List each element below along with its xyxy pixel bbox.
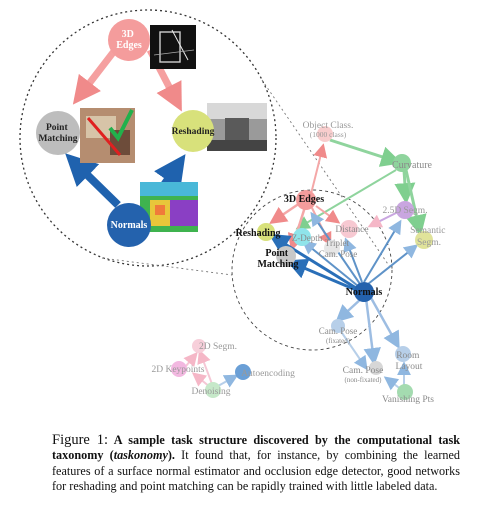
- label-campose-fixated-sub: (fixated): [326, 337, 351, 345]
- label-object-class: Object Class.: [303, 121, 354, 131]
- zoom-connector-top: [261, 79, 393, 271]
- caption-bold-end: ).: [167, 448, 175, 463]
- edge-keypoints-segm2d: [183, 351, 198, 368]
- node-distance: [340, 220, 358, 238]
- label-point-matching: Point Matching: [257, 248, 298, 270]
- zoom-node-3d-edges: [108, 19, 150, 61]
- label-vanishing-pts: Vanishing Pts: [382, 395, 434, 405]
- zoom-label-point-matching: Point Matching: [38, 123, 77, 144]
- label-distance: Distance: [335, 225, 368, 235]
- zoom-connector-bottom: [101, 257, 233, 276]
- node-triplet: [324, 240, 340, 256]
- edge-normals-reshading: [268, 233, 357, 290]
- caption-figure-label: Figure 1:: [52, 432, 109, 448]
- label-25d-segm: 2.5D Segm.: [382, 206, 427, 216]
- checkmark-icon: [108, 109, 134, 142]
- zoom-node-point-matching: [36, 111, 80, 155]
- node-25d-segm: [396, 201, 414, 219]
- reshading-thumbnail: [207, 103, 267, 151]
- node-normals: [354, 282, 374, 302]
- caption-body: It found that, for instance, by combinin…: [52, 448, 460, 494]
- edge-normals-zdepth: [301, 240, 359, 287]
- zoom-label-reshading: Reshading: [172, 127, 215, 137]
- edge-normals-pointmatch: [286, 258, 357, 292]
- label-2d-segm: 2D Segm.: [199, 342, 237, 352]
- label-autoencoding: Autoencoding: [241, 369, 295, 379]
- edge-normals-campose-fixated: [335, 297, 363, 323]
- label-semantic-segm: Semantic Segm.: [410, 226, 448, 248]
- edge-normals-campose-nonfixated: [363, 297, 381, 366]
- label-zdepth: Z-Depth: [292, 233, 323, 243]
- node-semantic-segm: [415, 231, 433, 249]
- focus-circle: [231, 189, 393, 351]
- edge-25d-distance: [367, 211, 399, 228]
- node-zdepth: [293, 228, 311, 246]
- node-3d-edges: [296, 190, 316, 210]
- label-campose-nonfixated: Cam. Pose: [343, 366, 384, 376]
- zoom-label-normals: Normals: [111, 220, 148, 231]
- task-graph: Object Class. (1000 class) Curvature 2.5…: [151, 121, 448, 405]
- caption-bold-text: A sample task structure discovered by th…: [52, 433, 461, 463]
- node-denoising: [205, 382, 221, 398]
- node-campose-nonfixated: [369, 361, 383, 375]
- label-denoising: Denoising: [191, 387, 230, 397]
- node-vanishing-pts: [397, 384, 413, 400]
- node-object-class: [317, 126, 333, 142]
- edge-denoising-autoencoding: [217, 374, 239, 388]
- node-room-layout: [395, 346, 411, 362]
- label-normals: Normals: [346, 287, 383, 298]
- label-3d-edges: 3D Edges: [284, 194, 324, 205]
- label-object-class-sub: (1000 class): [310, 130, 347, 139]
- label-2d-keypoints: 2D Keypoints: [151, 365, 204, 375]
- node-curvature: [393, 154, 411, 172]
- edge-normals-semantic: [367, 244, 419, 285]
- edge-normals-roomlayout: [368, 295, 400, 350]
- caption-bold-italic: taskonomy: [113, 448, 168, 463]
- node-2d-keypoints: [171, 361, 187, 377]
- edge-3dedges-reshading: [269, 201, 301, 224]
- taskonomy-figure: 3D Edges Point Matching Reshading Normal…: [19, 9, 448, 405]
- edge-curvature-25d: [394, 169, 416, 205]
- node-point-matching: [276, 246, 296, 266]
- edge-denoising-segm2d: [197, 349, 213, 385]
- node-reshading: [257, 223, 275, 241]
- arrow-normals-to-pointmatching: [65, 153, 121, 208]
- label-triplet-cam-pose: Triplet Cam. Pose: [319, 238, 358, 259]
- label-reshading: Reshading: [235, 228, 280, 239]
- node-autoencoding: [235, 364, 251, 380]
- zoom-panel: 3D Edges Point Matching Reshading Normal…: [19, 9, 393, 276]
- label-room-layout: Room Layout: [396, 351, 423, 372]
- edge-camfixated-camnonfixated: [339, 329, 368, 371]
- edge-normals-25d: [363, 219, 402, 283]
- pointmatching-thumbnail: [80, 108, 135, 163]
- edge-3dedges-objclass: [310, 143, 328, 195]
- edge-3dedges-distance: [315, 205, 341, 224]
- node-campose-fixated: [331, 319, 345, 333]
- label-curvature: Curvature: [392, 160, 433, 171]
- edge-curvature-semantic: [404, 169, 427, 237]
- figure-caption: Figure 1: A sample task structure discov…: [52, 432, 461, 495]
- zoom-node-reshading: [172, 110, 214, 152]
- label-campose-fixated: Cam. Pose: [319, 326, 358, 336]
- label-campose-nonfixated-sub: (non-fixated): [345, 376, 383, 384]
- node-2d-segm: [192, 339, 206, 353]
- arrow-edges-to-pointmatching: [72, 47, 118, 105]
- edge-objclass-curvature: [329, 138, 402, 167]
- edge-normals-distance: [343, 237, 363, 283]
- zoom-label-3d-edges: 3D Edges: [116, 29, 142, 51]
- zoom-node-normals: [107, 203, 151, 247]
- edges-thumbnail: [150, 25, 196, 69]
